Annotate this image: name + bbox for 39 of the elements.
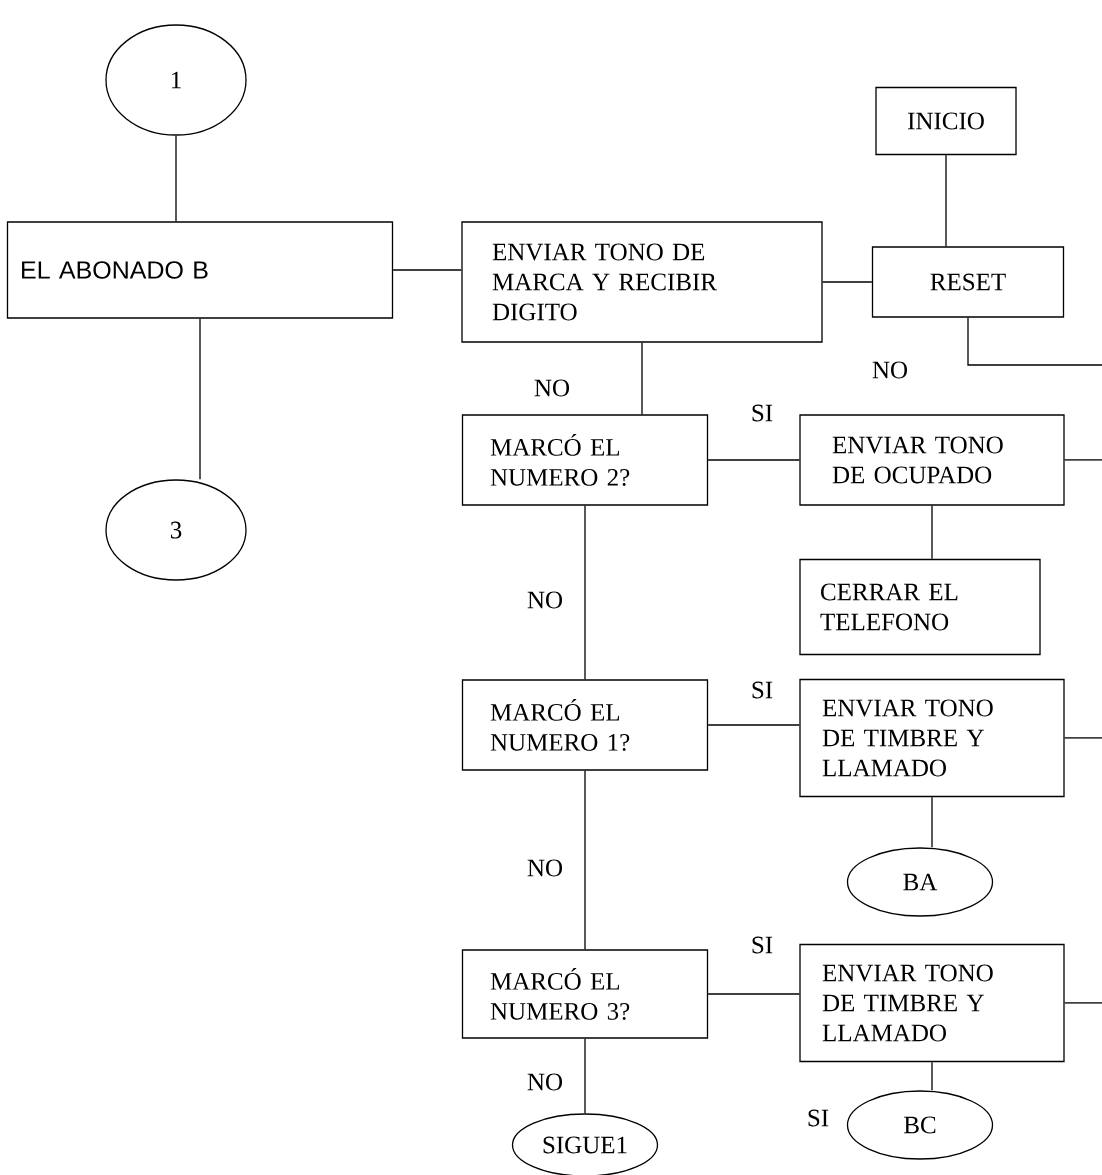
process-box: ENVIAR TONO DE MARCA Y RECIBIR DIGITO [461, 221, 823, 343]
process-box: MARCÓ EL NUMERO 1? [461, 679, 709, 771]
process-box: EL ABONADO B [6, 221, 394, 319]
process-box: ENVIAR TONO DE OCUPADO [799, 414, 1065, 506]
connector-line [641, 342, 643, 415]
connector-line [707, 459, 800, 461]
branch-label: SI [808, 1109, 829, 1127]
connector-line [931, 796, 933, 848]
connector-line [175, 135, 177, 222]
process-box: ENVIAR TONO DE TIMBRE Y LLAMADO [799, 678, 1065, 798]
edge-label: NO [525, 1072, 565, 1092]
process-box: MARCÓ EL NUMERO 3? [461, 949, 709, 1039]
connector-line [707, 724, 800, 726]
process-box: RESET [871, 246, 1065, 318]
edge-label: SI [749, 403, 775, 423]
edge-label: NO [525, 590, 565, 610]
connector-line [707, 993, 800, 995]
connector-line [967, 317, 1102, 366]
edge-label: NO [870, 360, 910, 380]
connector-line [931, 1061, 933, 1091]
edge-label: SI [749, 680, 775, 700]
edge-label: NO [525, 858, 565, 878]
edge-label: SI [749, 935, 775, 955]
connector-line [931, 505, 933, 560]
connector-line [392, 269, 462, 271]
process-box: MARCÓ EL NUMERO 2? [461, 414, 709, 506]
connector-line [1064, 459, 1102, 461]
connector-line [199, 318, 201, 480]
connector-line [945, 154, 947, 247]
connector-line [822, 281, 873, 283]
connector-line [584, 1038, 586, 1114]
connector-line [584, 770, 586, 950]
connector-line [584, 505, 586, 680]
edge-label: NO [532, 378, 572, 398]
connector-line [1064, 1002, 1102, 1004]
process-box: INICIO [875, 86, 1017, 156]
process-box: CERRAR EL TELEFONO [799, 558, 1041, 656]
process-box: ENVIAR TONO DE TIMBRE Y LLAMADO [799, 943, 1065, 1063]
connector-line [1064, 737, 1102, 739]
